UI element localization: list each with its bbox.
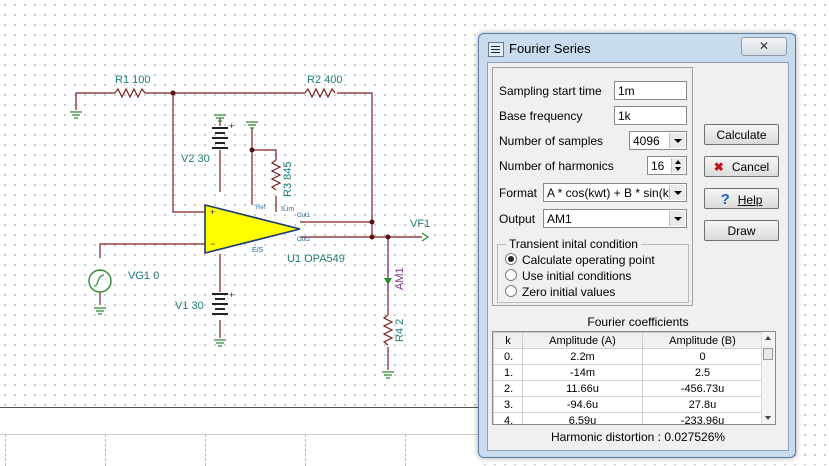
transient-condition-group: Transient inital condition Calculate ope… — [497, 237, 689, 303]
base-frequency-label: Base frequency — [499, 109, 583, 123]
sampling-start-input[interactable]: 1m — [614, 81, 687, 100]
radio-zero-initial-values[interactable]: Zero initial values — [505, 285, 615, 299]
schematic-drawing: + + + − — [70, 87, 430, 379]
vg1-label: VG1 0 — [128, 270, 160, 282]
sampling-start-label: Sampling start time — [499, 84, 602, 98]
bottom-panel — [0, 407, 480, 466]
pin-out1-label: Out1 — [297, 213, 311, 219]
pin-ilim-label: ILim — [281, 206, 295, 213]
dialog-title: Fourier Series — [509, 41, 591, 56]
scroll-up-icon[interactable] — [765, 336, 771, 340]
radio-use-initial-conditions[interactable]: Use initial conditions — [505, 269, 631, 283]
radio-selected-icon — [505, 253, 517, 265]
harmonics-value: 16 — [651, 159, 665, 173]
output-value: AM1 — [547, 212, 572, 226]
close-button[interactable]: ✕ — [741, 37, 787, 56]
format-select[interactable]: A * cos(kwt) + B * sin(kwt) — [543, 183, 687, 202]
svg-text:−: − — [210, 239, 215, 249]
samples-select[interactable]: 4096 — [629, 131, 687, 150]
radio-icon — [505, 269, 517, 281]
harmonics-label: Number of harmonics — [499, 159, 614, 173]
cancel-x-icon: ✖ — [713, 160, 724, 174]
format-label: Format — [499, 186, 538, 200]
spin-arrows-icon[interactable] — [671, 158, 685, 173]
pin-es-label: E/S — [252, 247, 264, 254]
scroll-down-icon[interactable] — [765, 416, 771, 420]
help-button[interactable]: ?Help — [704, 188, 779, 209]
help-question-icon: ? — [720, 191, 730, 208]
svg-text:+: + — [229, 290, 234, 300]
svg-text:+: + — [229, 121, 234, 131]
radio-icon — [505, 285, 517, 297]
column-header: Amplitude (A) — [522, 332, 643, 349]
format-value: A * cos(kwt) + B * sin(kwt) — [547, 186, 685, 200]
r4-label: R4 2 — [394, 318, 406, 342]
column-header: k — [493, 332, 523, 349]
samples-value: 4096 — [633, 134, 660, 148]
harmonic-distortion-text: Harmonic distortion : 0.027526% — [550, 430, 726, 444]
v1-label: V1 30 — [175, 300, 204, 312]
dialog-titlebar[interactable]: Fourier Series ✕ — [479, 34, 795, 62]
chevron-down-icon[interactable] — [669, 133, 685, 148]
coefficients-title: Fourier coefficients — [587, 315, 689, 329]
table-scrollbar[interactable] — [761, 332, 775, 424]
table-row[interactable]: 2.11.66u-456.73u — [493, 380, 763, 397]
scroll-thumb[interactable] — [763, 348, 773, 360]
cancel-button[interactable]: ✖Cancel — [704, 156, 779, 177]
pin-ref-label: Ref — [256, 205, 266, 211]
calculate-button[interactable]: Calculate — [704, 124, 779, 145]
column-header: Amplitude (B) — [642, 332, 763, 349]
transient-legend: Transient inital condition — [506, 237, 641, 251]
am1-label: AM1 — [394, 267, 406, 290]
v2-label: V2 30 — [181, 153, 210, 165]
draw-button[interactable]: Draw — [704, 220, 779, 241]
u1-label: U1 OPA549 — [287, 253, 345, 265]
pin-out2-label: Out2 — [297, 237, 311, 243]
table-row[interactable]: 4.6.59u-233.96u — [493, 412, 763, 424]
table-header-row: k Amplitude (A) Amplitude (B) — [493, 332, 763, 349]
r2-label: R2 400 — [307, 74, 343, 86]
base-frequency-input[interactable]: 1k — [614, 106, 687, 125]
chevron-down-icon[interactable] — [669, 211, 685, 226]
svg-text:+: + — [210, 207, 215, 217]
output-label: Output — [499, 212, 536, 226]
calculator-icon — [488, 42, 504, 57]
fourier-series-dialog: Fourier Series ✕ Sampling start time 1m … — [478, 33, 796, 458]
r1-label: R1 100 — [115, 74, 151, 86]
radio-calculate-operating-point[interactable]: Calculate operating point — [505, 253, 655, 267]
chevron-down-icon[interactable] — [669, 185, 685, 200]
output-select[interactable]: AM1 — [543, 209, 687, 228]
parameters-group: Sampling start time 1m Base frequency 1k… — [492, 67, 693, 306]
vf1-label: VF1 — [410, 218, 431, 230]
samples-label: Number of samples — [499, 134, 604, 148]
dialog-client-area: Sampling start time 1m Base frequency 1k… — [487, 62, 789, 451]
harmonics-spinner[interactable]: 16 — [647, 156, 687, 175]
r3-label: R3 845 — [282, 161, 294, 197]
